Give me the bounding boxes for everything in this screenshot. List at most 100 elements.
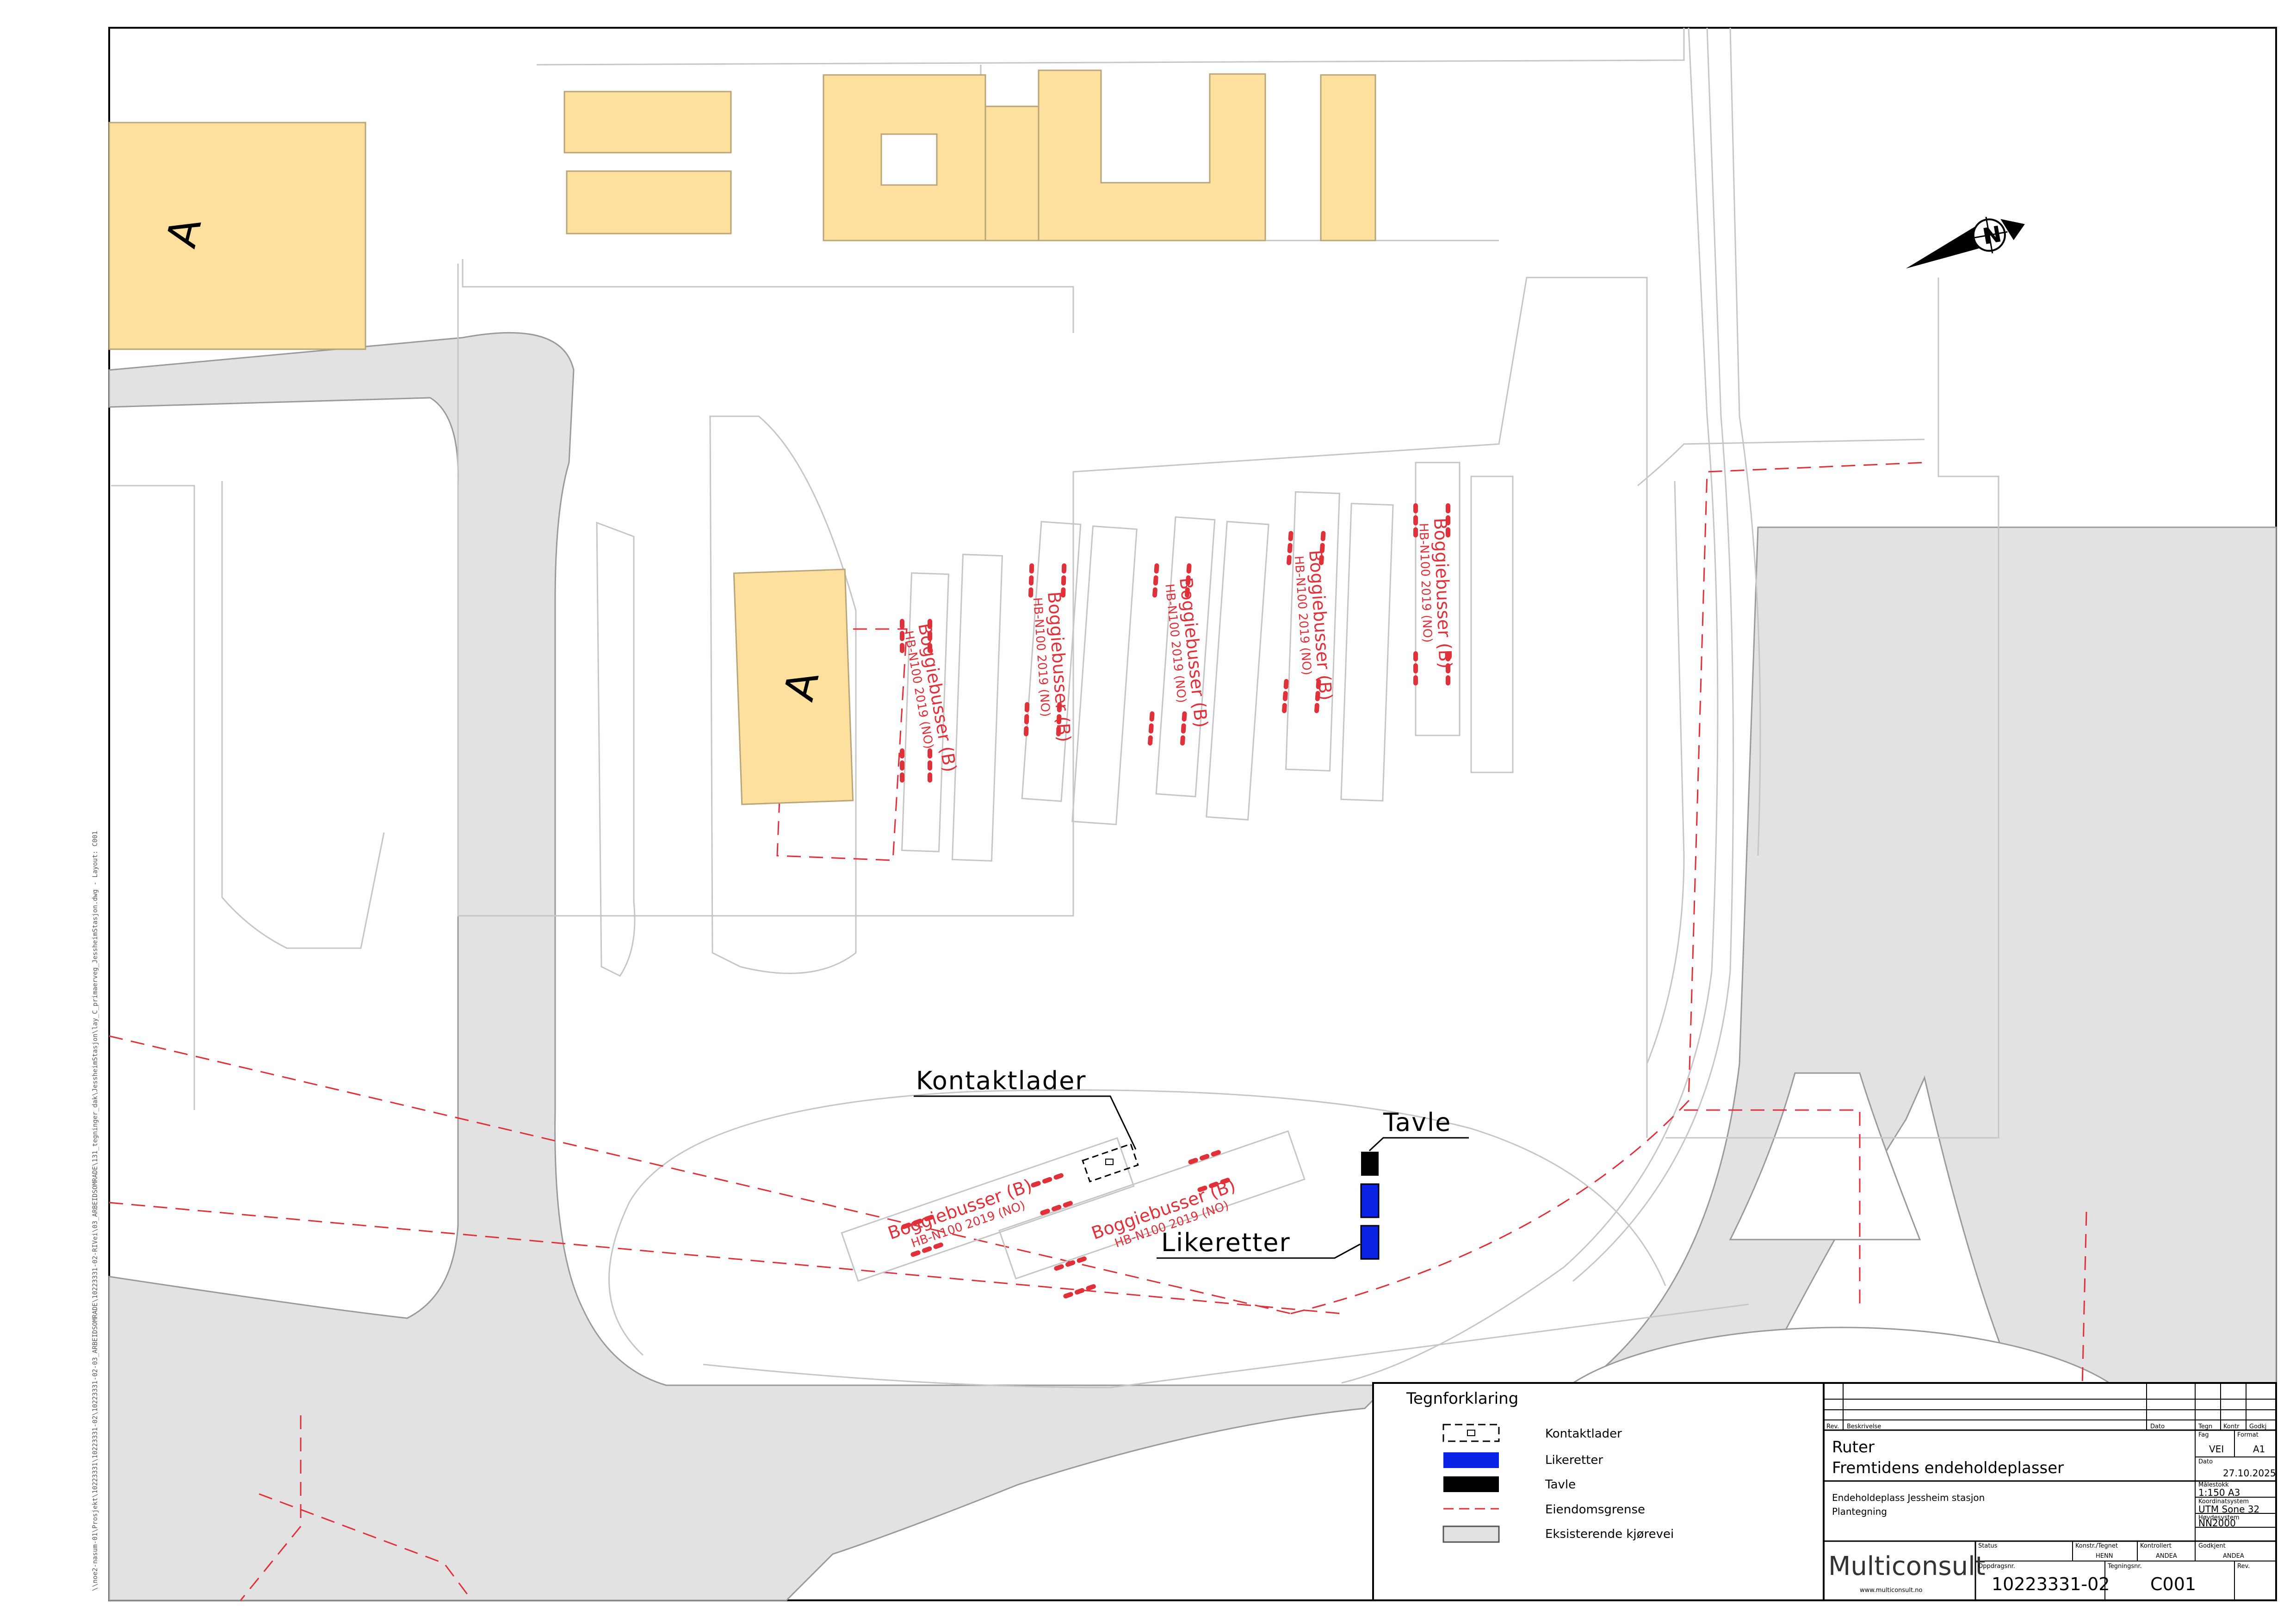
tb-oppdragsnr-label: Oppdragsnr.	[1978, 1563, 2015, 1570]
bus-wheel-mark	[933, 1242, 943, 1249]
tb-status-label: Status	[1978, 1543, 1998, 1549]
bus-wheel-mark	[1220, 1178, 1230, 1185]
property-line-6	[259, 1493, 473, 1601]
bus-wheel-mark	[1446, 527, 1450, 537]
callout-likeretter: Likeretter	[1157, 1228, 1361, 1259]
bus-wheel-mark	[1197, 1185, 1207, 1192]
tb-header-dato: Dato	[2150, 1423, 2165, 1430]
property-line-2	[109, 1202, 1342, 1314]
bus-wheel-mark	[1182, 711, 1187, 722]
bus-wheel-mark	[928, 772, 932, 783]
bus-wheel-mark	[1446, 651, 1450, 661]
tb-header-godkj: Godkj	[2249, 1423, 2266, 1430]
tb-company-logo: Multiconsult	[1828, 1551, 1986, 1581]
bus-wheel-mark	[1028, 587, 1034, 598]
bus-wheel-mark	[928, 748, 932, 759]
bus-wheel-mark	[1413, 651, 1418, 661]
property-line-5	[240, 1415, 302, 1601]
bus-wheel-mark	[1316, 679, 1321, 689]
bus-wheel-mark	[1148, 735, 1153, 746]
bay-1	[901, 572, 949, 852]
bus-wheel-mark	[1152, 587, 1157, 598]
bus-wheel-mark	[1053, 1173, 1064, 1180]
bus-wheel-mark	[1413, 503, 1418, 513]
bus-wheel-mark	[1314, 703, 1319, 713]
tb-kontrollert-label: Kontrollert	[2140, 1543, 2172, 1549]
bay-8	[1340, 503, 1394, 802]
bus-wheel-mark	[900, 772, 904, 783]
bus-wheel-mark	[1024, 714, 1029, 724]
legend-symbol-likeretter	[1443, 1452, 1499, 1468]
legend-symbol-kjorevei	[1442, 1525, 1500, 1543]
bus-wheel-mark	[1185, 575, 1191, 586]
legend-label-kontaktlader: Kontaktlader	[1545, 1427, 1622, 1441]
callout-kontaktlader: Kontaktlader	[914, 1066, 1137, 1150]
bus-wheel-mark	[1446, 663, 1450, 673]
bay-5	[1155, 516, 1216, 797]
north-arrow-label: N	[1981, 221, 2004, 250]
likeretter-symbol-1	[1360, 1183, 1380, 1218]
tb-konstr: HENN	[2096, 1553, 2113, 1560]
legend-frame	[1372, 1382, 1825, 1601]
east-boundary	[1665, 278, 1999, 1139]
buildings	[108, 69, 1376, 805]
title-block-frame	[1823, 1382, 2277, 1601]
bus-wheel-mark	[1446, 515, 1450, 525]
bus-wheel-mark	[928, 631, 932, 641]
bus-wheel-mark	[1180, 735, 1185, 746]
bus-wheel-mark	[1063, 1292, 1073, 1299]
tb-drawing-title-1: Endeholdeplass Jessheim stasjon	[1832, 1492, 1985, 1503]
curb-island-2	[709, 415, 857, 975]
building-north-2	[566, 170, 732, 235]
bus-wheel-mark	[1211, 1150, 1221, 1157]
bus-wheel-mark	[924, 1215, 934, 1222]
bus-wheel-mark	[1188, 1158, 1198, 1165]
bay-3	[1021, 521, 1082, 802]
bus-wheel-mark	[1148, 723, 1154, 734]
curb-left-lane-2	[111, 485, 195, 1110]
curb-outline-north	[536, 28, 1685, 66]
callout-likeretter-text: Likeretter	[1161, 1228, 1291, 1257]
curb-outline-north-2	[457, 264, 1648, 1138]
bus-wheel-mark	[1065, 1260, 1076, 1267]
bus-wheel-mark	[1413, 663, 1418, 673]
bus-wheel-mark	[1063, 1201, 1073, 1208]
bus-wheel-mark	[928, 619, 932, 629]
bus-wheel-marks	[900, 503, 1450, 1299]
bus-wheel-mark	[1282, 703, 1287, 713]
tb-oppdragsnr: 10223331-02	[1992, 1574, 2110, 1594]
tb-dato: 27.10.2025	[2223, 1468, 2276, 1479]
rail-line-c	[1729, 27, 1761, 856]
bus-wheel-mark	[1315, 691, 1320, 701]
bay-4	[1071, 525, 1138, 826]
bus-wheel-mark	[1024, 702, 1030, 712]
tb-godkjent: ANDEA	[2223, 1553, 2244, 1560]
bus-wheel-mark	[1149, 711, 1155, 722]
callout-tavle-text: Tavle	[1383, 1108, 1451, 1137]
callout-tavle-leader	[1368, 1137, 1469, 1152]
likeretter-symbol-2	[1360, 1225, 1380, 1260]
north-road-edge	[462, 259, 1074, 333]
rail-line-b	[1572, 27, 1734, 1282]
road-central-island	[1729, 1072, 1921, 1240]
title-block	[1823, 1382, 2277, 1601]
bus-wheel-mark	[1054, 1264, 1064, 1271]
bus-wheel-mark	[900, 760, 904, 771]
bay-7	[1285, 491, 1340, 772]
kontaktlader-symbol	[1082, 1143, 1139, 1183]
bay-2	[951, 554, 1003, 862]
tavle-symbol	[1361, 1152, 1379, 1176]
bus-wheel-mark	[900, 619, 904, 629]
bus-wheel-mark	[910, 1250, 921, 1257]
tb-format: A1	[2253, 1444, 2265, 1455]
bus-wheel-mark	[1056, 726, 1061, 736]
bus-wheel-mark	[900, 748, 904, 759]
bus-wheel-mark	[1446, 675, 1450, 685]
north-arrow-cross	[1971, 216, 2008, 253]
tb-client: Ruter	[1832, 1438, 1875, 1456]
bus-wheel-mark	[1199, 1154, 1210, 1160]
north-arrow-tail	[2000, 219, 2025, 241]
tb-kontrollert: ANDEA	[2156, 1553, 2177, 1560]
bay-angled-2	[998, 1130, 1306, 1280]
bus-wheel-mark	[1074, 1288, 1085, 1295]
